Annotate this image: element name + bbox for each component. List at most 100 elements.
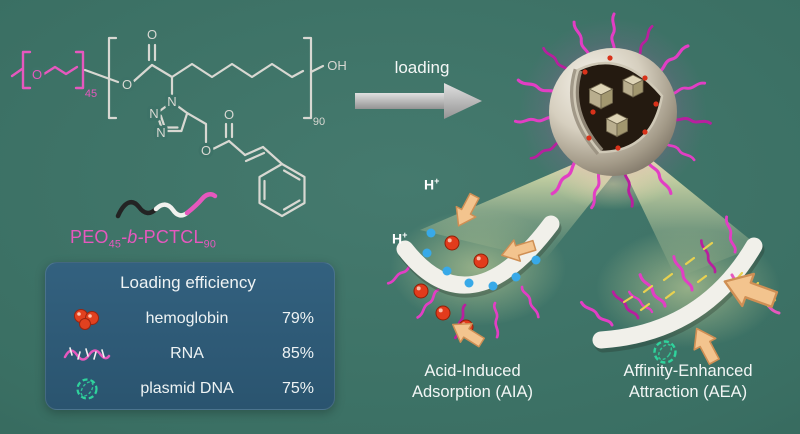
red-dot [590, 109, 596, 115]
rna-base-ticks [622, 241, 714, 312]
label-aia: Acid-Induced Adsorption (AIA) [385, 361, 560, 403]
polymer-name-sub90: 90 [203, 238, 217, 251]
legend-label: plasmid DNA [140, 379, 234, 397]
bracket-open [107, 36, 118, 120]
nanoparticle [513, 12, 713, 210]
atom-n: N [156, 125, 165, 140]
phenyl-ring [258, 162, 306, 218]
legend-value: 75% [281, 379, 314, 397]
blue-dot [464, 278, 474, 288]
plasmid-dna-ring [653, 340, 677, 364]
bond [10, 67, 24, 78]
atom-o: O [122, 77, 132, 92]
bond [227, 139, 247, 157]
yellow-tick [642, 284, 654, 294]
atom-o: O [147, 27, 157, 42]
atom-o: O [224, 107, 234, 122]
chemical-structure: O 45 [10, 27, 347, 219]
blue-dot [488, 281, 498, 291]
polymer-name-sub45: 45 [108, 238, 122, 251]
legend-label: RNA [170, 344, 204, 362]
blue-dot [531, 255, 541, 265]
subscript-45: 45 [85, 88, 97, 100]
arc-glow-right [596, 228, 780, 348]
red-dot [642, 129, 648, 135]
proton-label: H+ [392, 230, 407, 247]
polymer-name-block: -b- [121, 227, 144, 247]
arrow-head [444, 83, 482, 119]
bond [186, 112, 208, 144]
hemoglobin-sphere [473, 253, 489, 269]
yellow-tick [684, 256, 696, 266]
red-dot [582, 69, 588, 75]
hemoglobin-sphere [413, 283, 429, 299]
yellow-tick [696, 274, 708, 284]
vinyl-double-bond [243, 145, 266, 163]
peo-block: O 45 [10, 50, 97, 100]
end-group-oh: OH [327, 58, 347, 73]
polymer-name-peo: PEO [70, 227, 109, 247]
proton-h: H [392, 230, 403, 247]
red-dot [586, 135, 592, 141]
proton-label: H+ [424, 176, 439, 193]
carbonyl-double-bond [147, 43, 157, 62]
membrane-arc-aia [386, 189, 562, 353]
bracket-open [21, 50, 32, 90]
label-aea: Affinity-Enhanced Attraction (AEA) [598, 361, 778, 403]
legend-value: 79% [281, 309, 314, 327]
yellow-tick [622, 295, 634, 304]
membrane-segment [592, 237, 763, 349]
cargo-cube [622, 74, 644, 98]
legend-row-plasmid: plasmid DNA 75% [56, 371, 320, 406]
squiggle-pink [184, 192, 218, 216]
bond [150, 63, 174, 79]
triazole-ring [155, 100, 189, 133]
atom-o: O [201, 143, 211, 158]
plasmid-outer-loop [653, 340, 677, 364]
polymer-name-pctcl: PCTCL [143, 227, 204, 247]
legend-label: hemoglobin [145, 309, 229, 327]
atom-n: N [167, 94, 176, 109]
proton-plus: + [402, 230, 408, 240]
hemoglobin-sphere [435, 305, 451, 321]
legend-row-hemoglobin: hemoglobin 79% [56, 301, 320, 336]
plasmid-dna-icon [56, 377, 118, 401]
yellow-tick [639, 302, 651, 312]
particle-cutaway [570, 55, 664, 155]
red-dot [607, 55, 613, 61]
rna-icon [56, 344, 118, 364]
legend-row-rna: RNA 85% [56, 336, 320, 371]
label-aia-line2: Adsorption (AIA) [411, 383, 534, 402]
aromatic-double-bonds [263, 169, 301, 211]
cutaway-rim [573, 61, 664, 154]
proton-binding-dots [422, 228, 541, 291]
yellow-tick [702, 241, 714, 251]
label-aea-line1: Affinity-Enhanced [623, 362, 753, 380]
red-dot [642, 75, 648, 81]
loading-arrow [355, 83, 482, 119]
atom-n: N [149, 106, 158, 121]
blue-dot [511, 272, 521, 282]
proton-h: H [424, 176, 435, 193]
bond [132, 63, 154, 83]
polymer-name-label: PEO45-b-PCTCL90 [70, 227, 216, 251]
bracket-close [302, 36, 313, 120]
cargo-cube [589, 82, 613, 110]
pctcl-block: O O O O OH 90 N N N [83, 27, 347, 218]
yellow-tick [662, 272, 674, 282]
blue-dot [442, 266, 452, 276]
bond [211, 139, 231, 151]
yellow-tick [664, 290, 676, 300]
bond [83, 68, 120, 84]
legend-title: Loading efficiency [120, 273, 256, 292]
label-aia-line1: Acid-Induced [424, 362, 521, 380]
bond [309, 64, 325, 74]
hemoglobin-sphere [444, 235, 460, 251]
squiggle-white [153, 202, 190, 218]
arrow-body [355, 93, 444, 109]
red-dot [615, 145, 621, 151]
cargo-dots [582, 55, 659, 151]
peo-backbone [42, 65, 79, 76]
